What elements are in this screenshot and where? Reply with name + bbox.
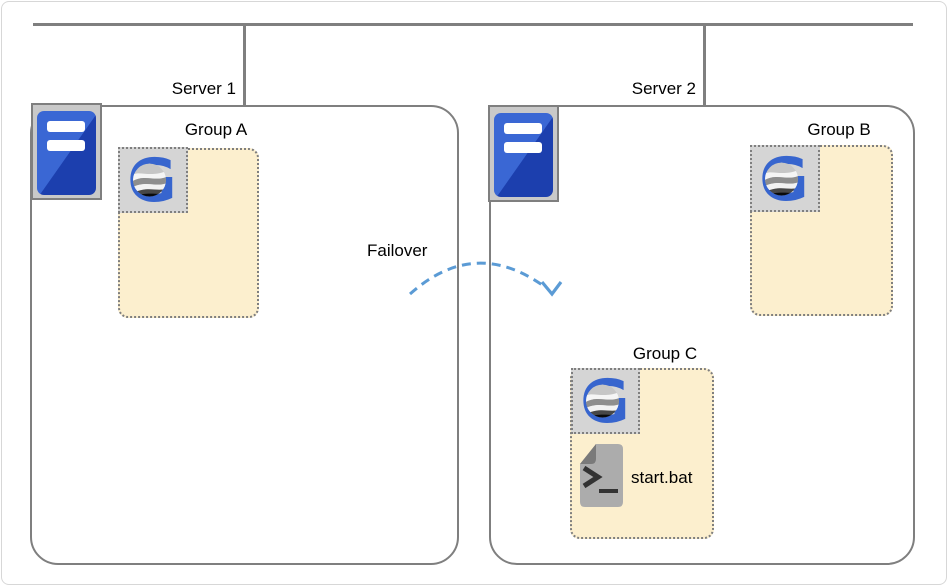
server1-drop-line bbox=[243, 23, 246, 106]
group-c-label: Group C bbox=[632, 344, 698, 363]
group-b-label: Group B bbox=[807, 120, 871, 139]
server1-icon bbox=[31, 103, 102, 200]
g-app-icon: G bbox=[127, 152, 176, 208]
server1-label: Server 1 bbox=[171, 79, 236, 98]
group-b-icon: G bbox=[750, 145, 820, 212]
g-app-icon: G bbox=[580, 373, 629, 429]
group-a-icon: G bbox=[118, 147, 188, 213]
group-a-label: Group A bbox=[184, 120, 248, 139]
failover-label: Failover bbox=[367, 241, 428, 260]
g-app-icon: G bbox=[759, 151, 808, 207]
server-tower-icon bbox=[494, 113, 553, 197]
server2-icon bbox=[488, 105, 559, 202]
server2-drop-line bbox=[703, 23, 706, 106]
start-bat-label: start.bat bbox=[631, 468, 693, 487]
server2-label: Server 2 bbox=[631, 79, 696, 98]
failover-arrow bbox=[395, 235, 580, 305]
server-tower-icon bbox=[37, 111, 96, 195]
network-bus-line bbox=[33, 23, 913, 26]
batch-file-icon bbox=[578, 443, 625, 509]
group-c-icon: G bbox=[571, 368, 640, 434]
group-b-box bbox=[750, 145, 893, 316]
